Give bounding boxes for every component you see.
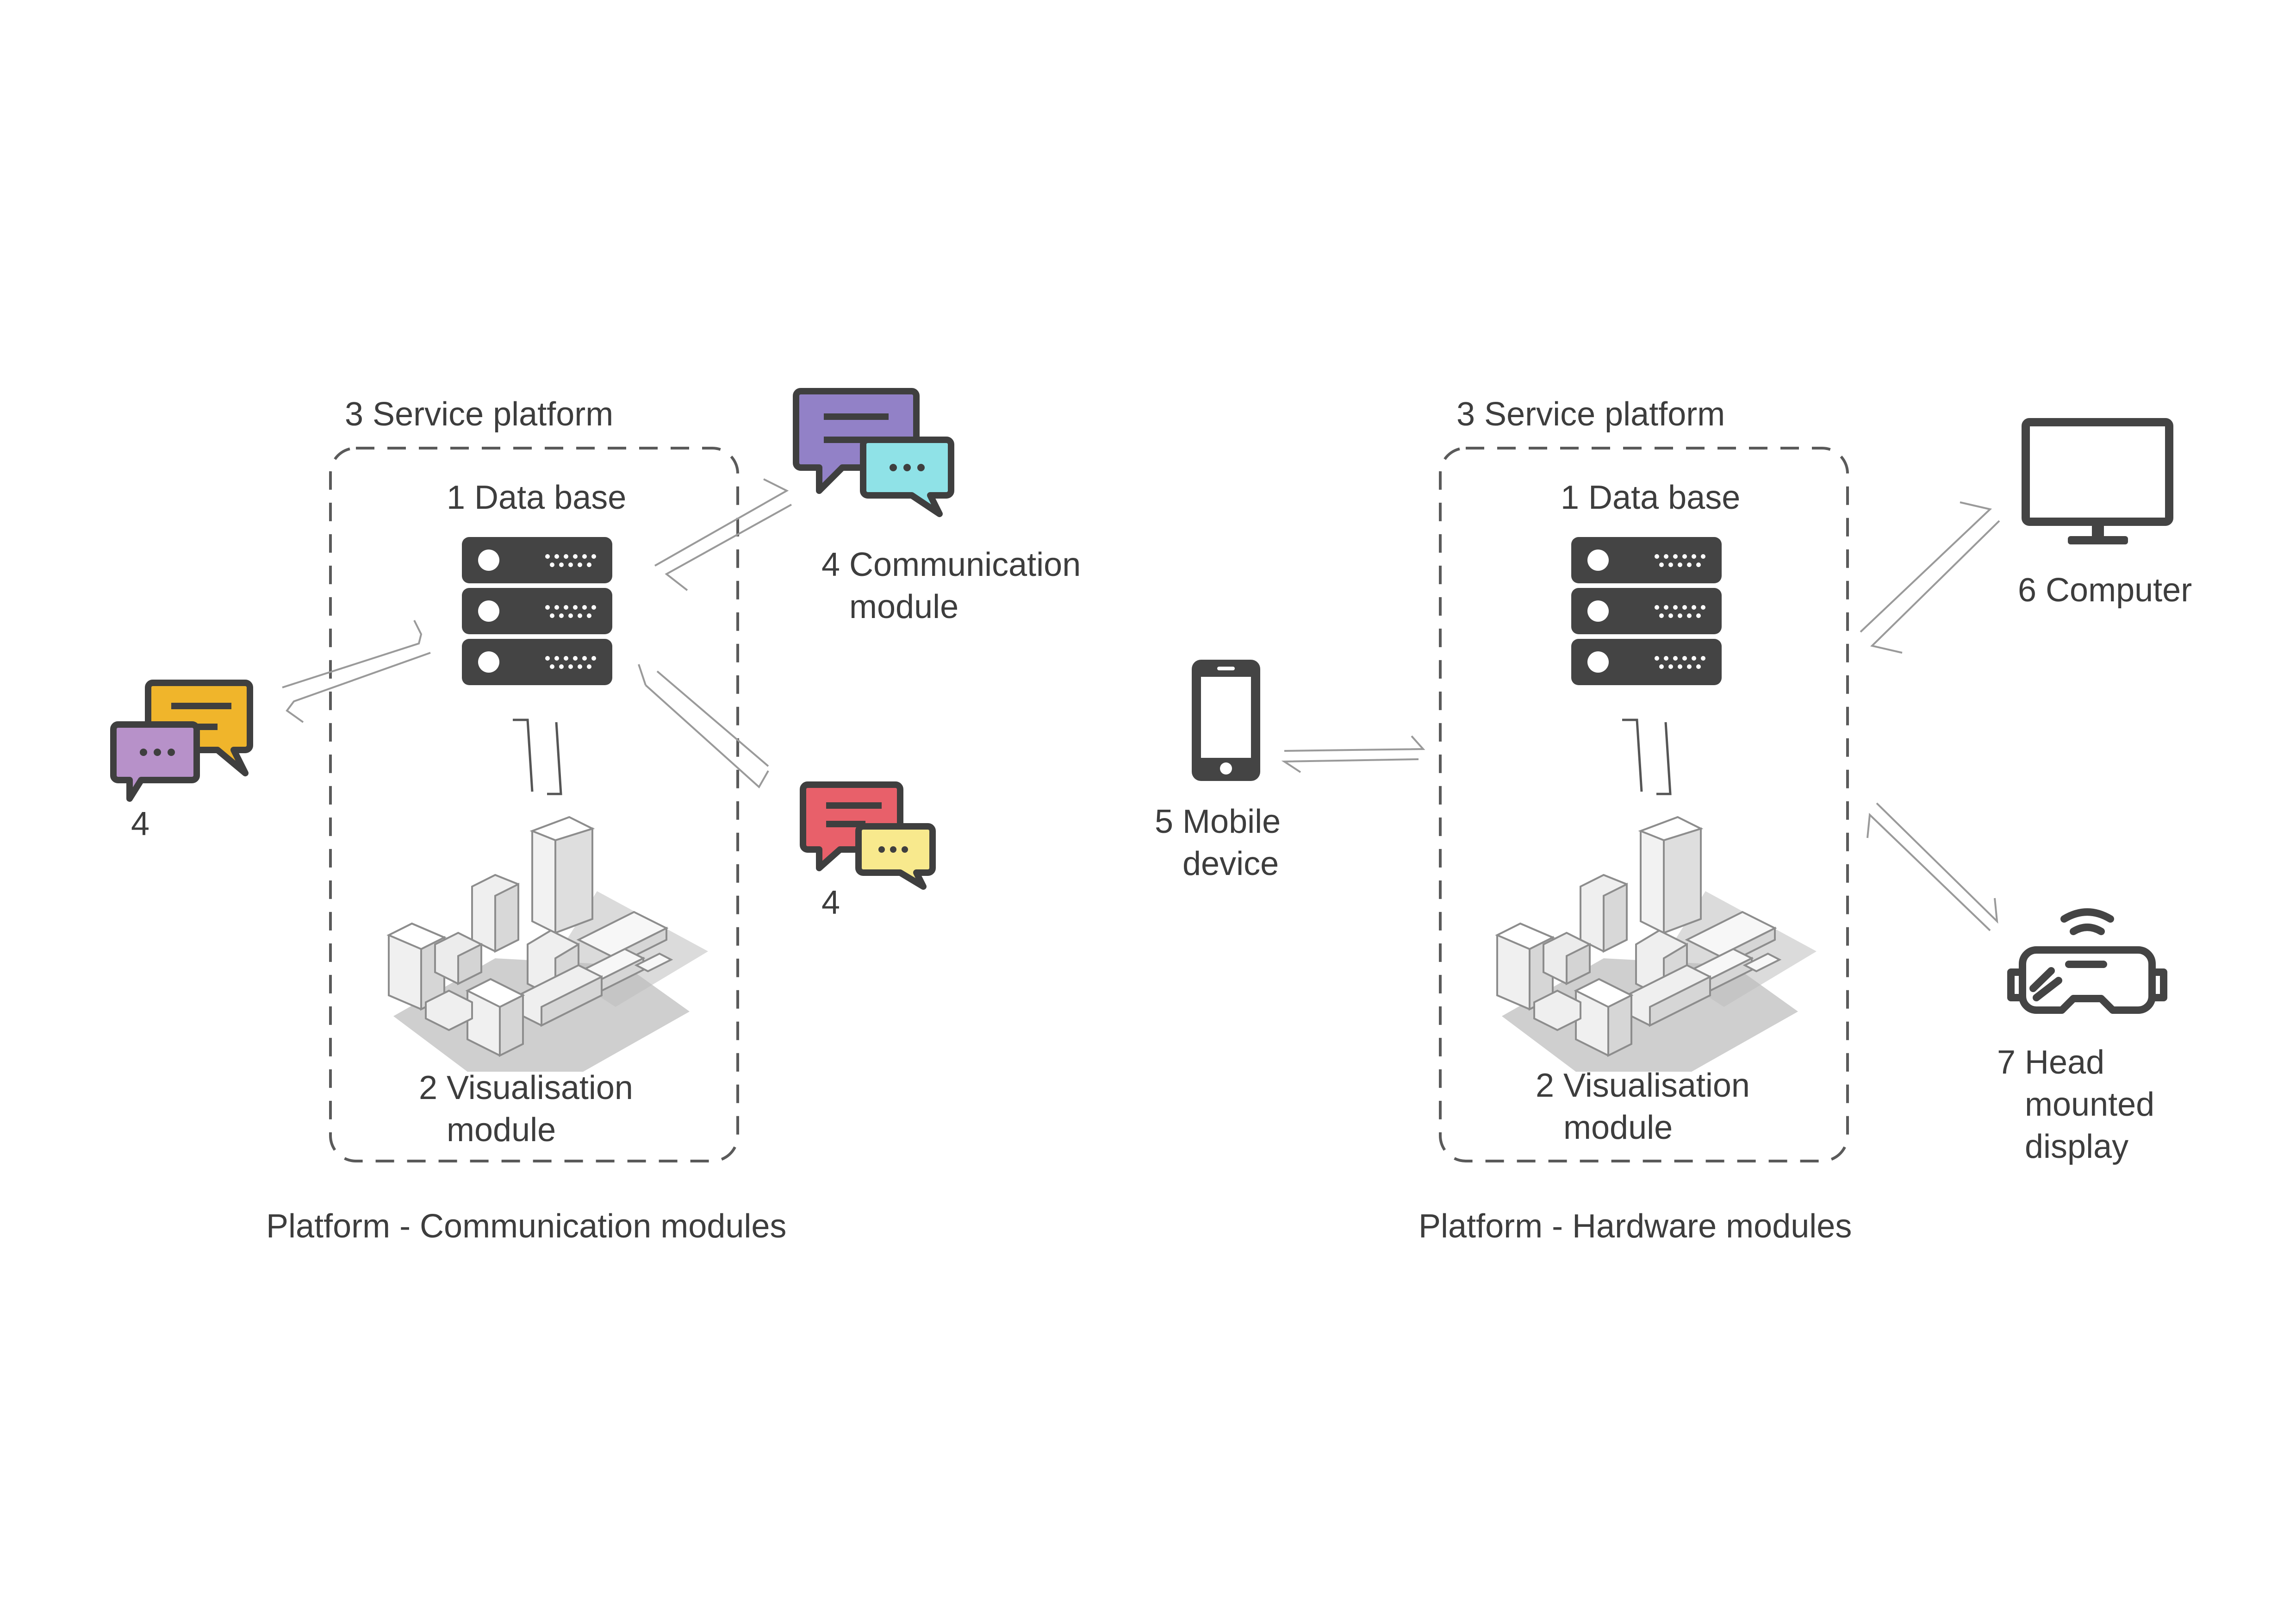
left-visualisation-label: 2 Visualisation module — [419, 1069, 633, 1149]
chat-icon-communication — [793, 388, 954, 517]
city-visualisation-icon-right — [1496, 816, 1817, 1073]
left-chat-arrow — [282, 620, 431, 723]
left-panel-caption: Platform - Communication modules — [266, 1208, 787, 1245]
right-visualisation-label: 2 Visualisation module — [1536, 1067, 1750, 1146]
hmd-arrow — [1867, 802, 1998, 931]
communication-arrow — [654, 478, 792, 591]
service-platform-boundary-right — [1439, 447, 1849, 1162]
right-panel-caption: Platform - Hardware modules — [1419, 1208, 1852, 1245]
smartphone-icon — [1192, 660, 1260, 781]
mobile-device-label: 5 Mobile device — [1155, 803, 1281, 882]
database-server-icon-right — [1571, 537, 1722, 685]
hmd-label: 7 Head mounted display — [1997, 1044, 2155, 1165]
right-service-platform-label: 3 Service platform — [1456, 396, 1725, 433]
chat-icon-bottom — [800, 781, 936, 890]
bottom-chat-arrow — [638, 664, 769, 789]
vr-headset-icon — [2007, 908, 2167, 1014]
bottom-chat-label: 4 — [821, 884, 840, 921]
left-chat-label: 4 — [131, 806, 150, 843]
service-platform-boundary — [329, 447, 739, 1162]
db-visualisation-arrow-right — [1622, 718, 1672, 795]
computer-arrow — [1860, 501, 2000, 654]
city-visualisation-icon — [388, 816, 709, 1073]
right-database-label: 1 Data base — [1561, 479, 1741, 516]
left-service-platform-label: 3 Service platform — [345, 396, 614, 433]
left-database-label: 1 Data base — [447, 479, 627, 516]
database-server-icon — [462, 537, 612, 685]
chat-icon-left — [110, 680, 253, 802]
computer-label: 6 Computer — [2018, 572, 2192, 609]
communication-module-label: 4 Communication module — [821, 546, 1081, 625]
mobile-arrow — [1281, 735, 1425, 773]
db-visualisation-arrow — [513, 718, 562, 795]
monitor-icon — [2022, 418, 2173, 544]
